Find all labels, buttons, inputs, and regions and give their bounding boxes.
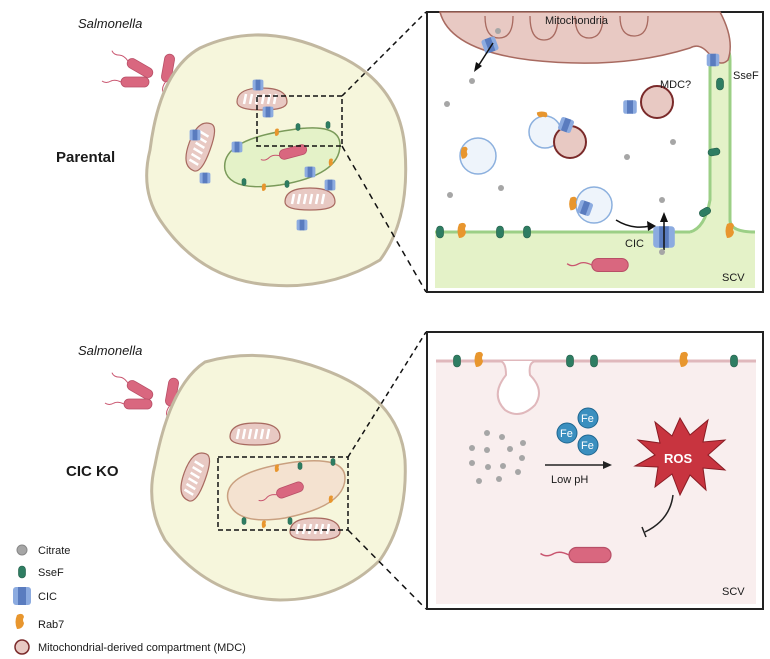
inset-parental: Mitochondria MDC? SseF CIC bbox=[426, 11, 764, 293]
citrate-icon bbox=[16, 544, 28, 556]
citrate-particles-top bbox=[444, 28, 676, 255]
svg-text:Citrate: Citrate bbox=[38, 545, 70, 557]
zoom-box-cic-ko bbox=[217, 456, 349, 531]
svg-text:Mitochondrial-derived compartm: Mitochondrial-derived compartment (MDC) bbox=[38, 642, 246, 654]
ros-burst bbox=[633, 416, 727, 497]
zoom-box-parental bbox=[256, 95, 343, 147]
fe-label-3: Fe bbox=[581, 440, 594, 452]
inhibition-arrow bbox=[644, 494, 674, 533]
zoom-line-bottom-a bbox=[347, 331, 427, 458]
citrate-cluster bbox=[469, 430, 526, 484]
ros-label: ROS bbox=[664, 451, 693, 466]
cic-ko-panel: Salmonella CIC KO bbox=[66, 331, 764, 610]
low-ph-label: Low pH bbox=[551, 474, 588, 486]
fe-label-1: Fe bbox=[560, 428, 573, 440]
ssef-icon bbox=[18, 565, 26, 579]
legend-item-cic: CIC bbox=[13, 587, 57, 605]
legend-item-citrate: Citrate bbox=[16, 544, 70, 557]
scv-label-bottom: SCV bbox=[722, 586, 745, 598]
parental-panel: Salmonella Parental bbox=[56, 11, 764, 293]
mdc-label: MDC? bbox=[660, 79, 691, 91]
parental-label: Parental bbox=[56, 149, 115, 166]
fe-label-2: Fe bbox=[581, 413, 594, 425]
iron-ions: Fe Fe Fe bbox=[556, 407, 599, 456]
svg-text:SseF: SseF bbox=[38, 567, 64, 579]
salmonella-label-bottom: Salmonella bbox=[78, 343, 142, 358]
zoom-line-bottom-b bbox=[347, 529, 427, 610]
scv-parental bbox=[224, 121, 341, 191]
legend-item-mdc: Mitochondrial-derived compartment (MDC) bbox=[14, 639, 246, 655]
inset-cic-ko: Fe Fe Fe Low pH ROS SCV bbox=[426, 331, 764, 610]
cic-icon bbox=[13, 587, 31, 605]
scv-cic-ko bbox=[226, 458, 346, 528]
mitochondria-label: Mitochondria bbox=[545, 15, 609, 27]
legend-item-ssef: SseF bbox=[18, 565, 64, 579]
cic-ko-label: CIC KO bbox=[66, 463, 119, 480]
mdc-icon bbox=[14, 639, 30, 655]
cic-label: CIC bbox=[625, 238, 644, 250]
zoom-line-top-a bbox=[341, 11, 427, 97]
ssef-label: SseF bbox=[733, 70, 759, 82]
legend-item-rab7: Rab7 bbox=[15, 613, 64, 631]
legend: Citrate SseF CIC Rab7 Mitochondrial-deri… bbox=[13, 544, 246, 655]
rab7-icon bbox=[15, 613, 24, 629]
salmonella-label-top: Salmonella bbox=[78, 16, 142, 31]
svg-text:Rab7: Rab7 bbox=[38, 619, 64, 631]
svg-text:CIC: CIC bbox=[38, 591, 57, 603]
scv-label-top: SCV bbox=[722, 272, 745, 284]
